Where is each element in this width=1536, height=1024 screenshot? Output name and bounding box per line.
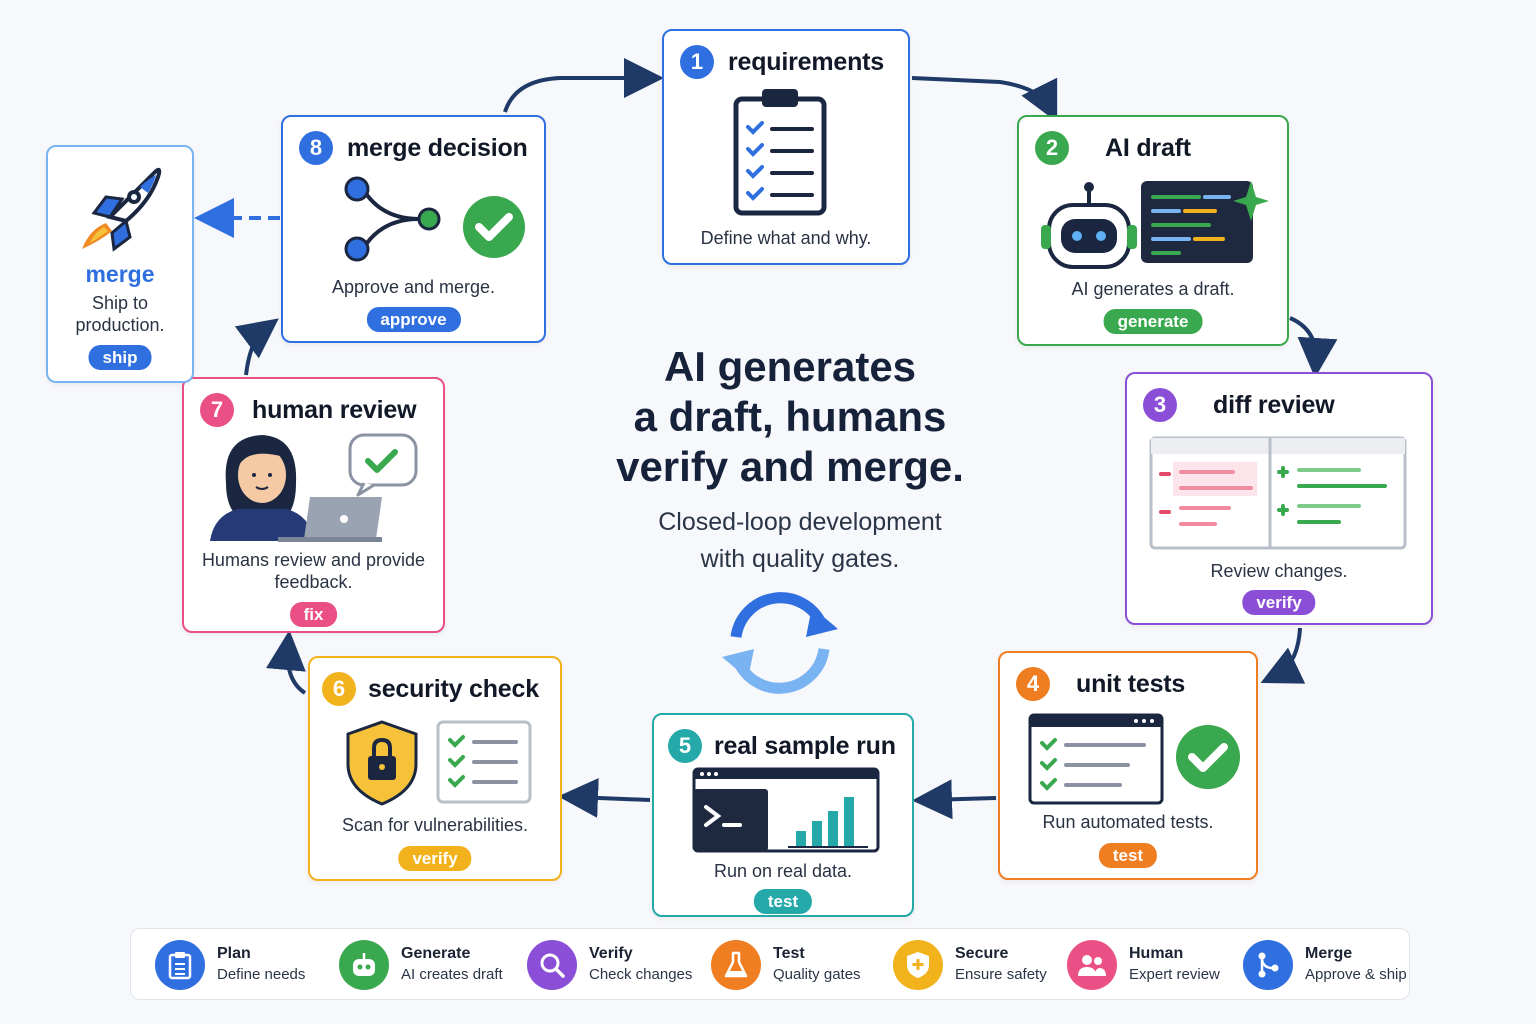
arrow-5-to-6 (558, 777, 651, 818)
headline-line: a draft, humans (633, 393, 947, 440)
arrow-6-to-7 (265, 630, 307, 695)
test-window-icon (1028, 713, 1240, 805)
step-title: unit tests (1076, 669, 1186, 698)
step-number: 2 (1035, 131, 1069, 165)
step-description: Humans review and provide feedback. (201, 550, 426, 592)
step-card-requirements: 1 requirements Define what and why. (662, 29, 910, 265)
headline-line: verify and merge. (616, 443, 964, 490)
step-description: Run automated tests. (1042, 812, 1214, 832)
flask-icon (711, 940, 761, 990)
final-merge-card: merge Ship to production. ship (46, 145, 194, 383)
legend-item-generate: Generate AI creates draft (339, 940, 503, 990)
legend-subtitle: Approve & ship (1305, 966, 1407, 983)
legend-title: Merge (1305, 945, 1353, 962)
step-description: Scan for vulnerabilities. (341, 815, 529, 835)
clipboard-checklist-icon (733, 89, 827, 216)
merge-icon (1243, 940, 1293, 990)
step-title: requirements (728, 47, 884, 76)
step-title: security check (368, 674, 539, 703)
step-number: 5 (668, 729, 702, 763)
legend-title: Test (773, 945, 805, 962)
people-icon (1067, 940, 1117, 990)
subheadline-line: with quality gates. (700, 545, 900, 573)
step-tag-pill: approve (366, 307, 461, 332)
legend-title: Secure (955, 945, 1009, 962)
subheadline-line: Closed-loop development (658, 508, 942, 536)
rocket-icon (82, 167, 162, 252)
legend-title: Verify (589, 945, 633, 962)
step-number: 8 (299, 131, 333, 165)
final-tag-pill: ship (88, 345, 152, 370)
legend-subtitle: Quality gates (773, 966, 861, 983)
legend-subtitle: Expert review (1129, 966, 1220, 983)
final-title: merge (85, 261, 155, 287)
step-tag-pill: generate (1103, 309, 1203, 334)
step-description: Review changes. (1210, 561, 1348, 581)
arrow-4-to-5 (912, 779, 997, 820)
step-card-unit-tests: 4 unit tests Run automated tests. test (998, 651, 1258, 880)
legend-subtitle: Define needs (217, 966, 306, 983)
arrow-2-to-3 (1289, 316, 1338, 378)
robot-code-icon (1041, 181, 1269, 269)
magnifier-icon (527, 940, 577, 990)
step-card-ai-draft: 2 AI draft AI generates a draft. generat… (1017, 115, 1289, 346)
headline: AI generates a draft, humans verify and … (590, 342, 990, 492)
legend-subtitle: Check changes (589, 966, 693, 983)
terminal-chart-icon (692, 767, 880, 853)
step-description: Approve and merge. (331, 277, 496, 297)
legend-subtitle: AI creates draft (401, 966, 503, 983)
clipboard-icon (155, 940, 205, 990)
step-description: Define what and why. (700, 228, 872, 248)
person-laptop-icon (210, 433, 418, 542)
subheadline: Closed-loop development with quality gat… (600, 504, 1000, 578)
step-number: 4 (1016, 667, 1050, 701)
arrow-3-to-4 (1260, 627, 1306, 684)
diff-panel-icon (1149, 436, 1407, 550)
step-tag-pill: fix (289, 602, 338, 627)
step-card-security-check: 6 security check Scan for vulnerabilitie… (308, 656, 562, 881)
legend-subtitle: Ensure safety (955, 966, 1047, 983)
arrow-8-to-1 (503, 58, 664, 113)
step-tag-pill: test (1098, 843, 1158, 868)
step-description: AI generates a draft. (1071, 279, 1235, 299)
legend-title: Plan (217, 945, 251, 962)
arrow-1-to-2 (911, 76, 1058, 123)
step-tag-pill: verify (1242, 590, 1316, 615)
step-tag-pill: verify (398, 846, 472, 871)
robot-icon (339, 940, 389, 990)
step-title: diff review (1213, 390, 1335, 419)
arrow-7-to-8 (234, 318, 279, 376)
step-number: 1 (680, 45, 714, 79)
shield-lock-icon (346, 720, 532, 806)
step-card-merge-decision: 8 merge decision Approve and merge. appr… (281, 115, 546, 343)
step-number: 7 (200, 393, 234, 427)
step-title: AI draft (1105, 133, 1191, 162)
legend-title: Human (1129, 945, 1184, 962)
step-title: human review (252, 395, 417, 424)
step-card-diff-review: 3 diff review Review changes. verify (1125, 372, 1433, 625)
step-number: 6 (322, 672, 356, 706)
step-card-human-review: 7 human review Humans review and provide… (182, 377, 445, 633)
step-title: real sample run (714, 731, 896, 760)
legend-title: Generate (401, 945, 471, 962)
headline-line: AI generates (663, 343, 917, 390)
step-tag-pill: test (753, 889, 813, 914)
final-description: Ship to production. (75, 293, 165, 335)
branch-merge-icon (344, 176, 525, 262)
step-card-real-sample-run: 5 real sample run Run on real data. test (652, 713, 914, 917)
shield-icon (893, 940, 943, 990)
step-number: 3 (1143, 388, 1177, 422)
step-title: merge decision (347, 133, 528, 162)
step-description: Run on real data. (713, 861, 853, 881)
cycle-icon (722, 592, 838, 694)
